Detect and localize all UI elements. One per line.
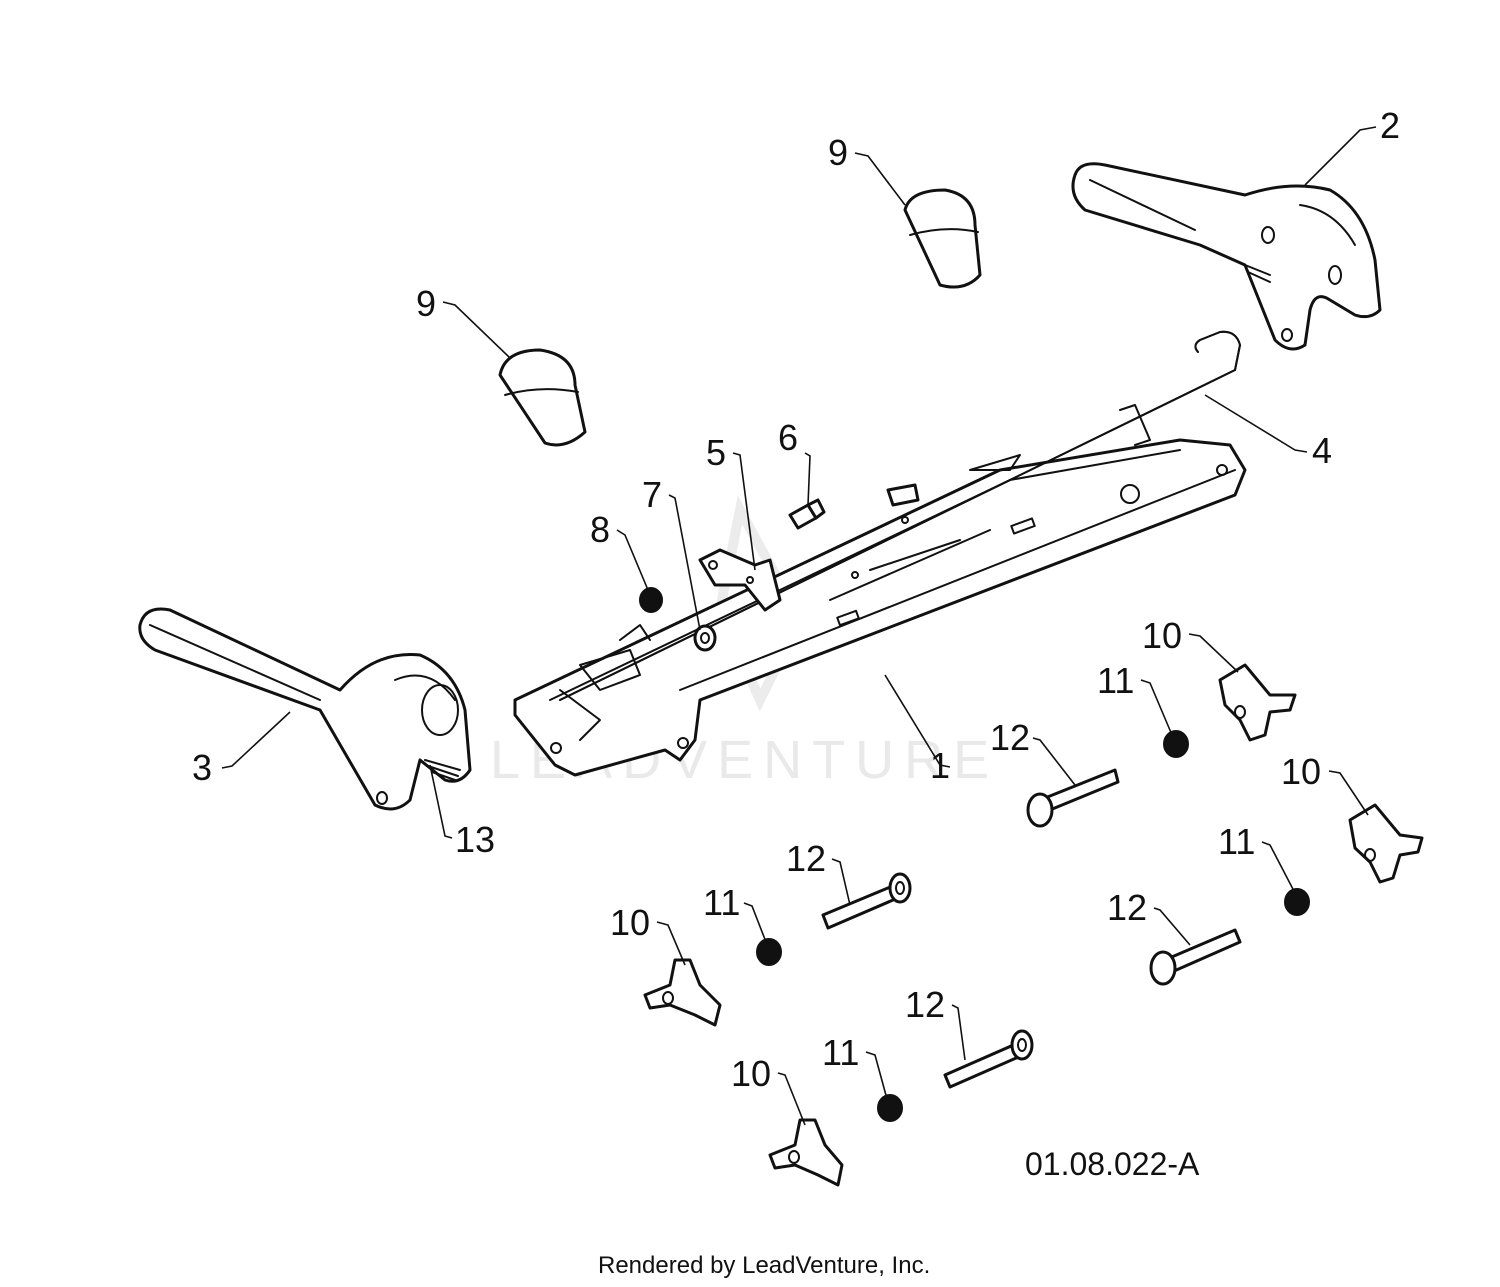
callout-12-d: 12 [905, 984, 945, 1025]
part-11-nut-c [756, 938, 782, 966]
callout-10-a: 10 [1142, 615, 1182, 656]
part-13-spring [424, 759, 461, 781]
part-10-wing-knob-c [643, 958, 722, 1027]
callout-7: 7 [642, 474, 662, 515]
part-12-bolt-b [1149, 928, 1242, 986]
callout-13: 13 [455, 819, 495, 860]
part-7-washer [693, 624, 717, 652]
footer-credit: Rendered by LeadVenture, Inc. [598, 1252, 930, 1279]
callout-10-d: 10 [731, 1053, 771, 1094]
part-1-seat-slide-bracket [513, 438, 1247, 777]
part-11-nuts [756, 730, 1310, 1122]
callout-9-upper: 9 [828, 132, 848, 173]
callout-12-a: 12 [990, 717, 1030, 758]
callout-12-c: 12 [786, 838, 826, 879]
part-6-bolt [788, 498, 826, 530]
callout-10-c: 10 [610, 902, 650, 943]
part-11-nut-d [877, 1094, 903, 1122]
callout-3: 3 [192, 747, 212, 788]
callout-10-b: 10 [1281, 751, 1321, 792]
callout-4: 4 [1312, 430, 1332, 471]
part-10-wing-knob-d [768, 1118, 844, 1187]
callout-11-b: 11 [1218, 821, 1255, 862]
callout-9-lower: 9 [416, 283, 436, 324]
part-5-bracket [698, 548, 782, 612]
part-2-handle-right [1071, 162, 1382, 351]
part-11-nut-b [1284, 888, 1310, 916]
part-12-bolt-c [821, 872, 912, 930]
diagram-reference-code: 01.08.022-A [1025, 1146, 1200, 1182]
callout-11-a: 11 [1097, 660, 1134, 701]
part-10-wing-knob-a [1218, 663, 1297, 742]
part-8-nut [639, 587, 663, 613]
part-12-bolt-a [1026, 768, 1120, 828]
callout-2: 2 [1380, 105, 1400, 146]
callout-6: 6 [778, 417, 798, 458]
part-9-knob-upper [903, 188, 982, 289]
callout-labels: 2 9 9 4 5 6 7 8 1 3 13 10 10 10 10 11 11… [192, 105, 1400, 1094]
callout-11-d: 11 [822, 1032, 859, 1073]
callout-1: 1 [930, 745, 950, 786]
part-3-handle-left [138, 607, 472, 811]
part-10-wing-knob-b [1348, 803, 1424, 884]
callout-12-b: 12 [1107, 887, 1147, 928]
callout-5: 5 [706, 432, 726, 473]
part-12-bolt-d [943, 1029, 1034, 1089]
part-11-nut-a [1163, 730, 1189, 758]
callout-11-c: 11 [703, 882, 740, 923]
callout-8: 8 [590, 509, 610, 550]
part-9-knob-lower [498, 348, 587, 447]
callout-leaders [221, 126, 1377, 1126]
part-4-rod [559, 330, 1241, 701]
